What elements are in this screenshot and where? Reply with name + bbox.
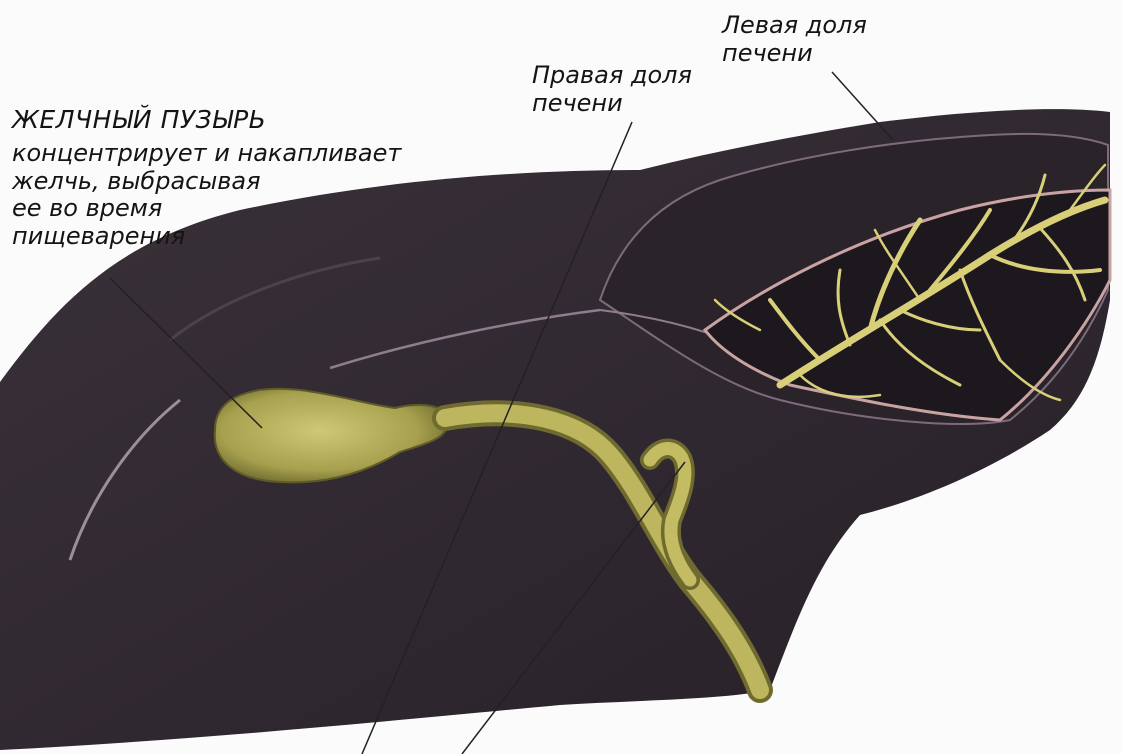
gallbladder-description-line: концентрирует и накапливает <box>12 140 401 168</box>
label-gallbladder-description: концентрирует и накапливает желчь, выбра… <box>12 140 401 250</box>
label-left-lobe-line1: Левая доля <box>722 12 867 40</box>
gallbladder-description-line: ее во время <box>12 195 401 223</box>
gallbladder-description-line: желчь, выбрасывая <box>12 168 401 196</box>
label-gallbladder-title: ЖЕЛЧНЫЙ ПУЗЫРЬ <box>12 106 266 135</box>
label-left-lobe-line2: печени <box>722 40 867 68</box>
label-left-lobe: Левая доля печени <box>722 12 867 67</box>
gallbladder-description-line: пищеварения <box>12 223 401 251</box>
label-right-lobe-line1: Правая доля <box>532 62 692 90</box>
label-right-lobe: Правая доля печени <box>532 62 692 117</box>
label-right-lobe-line2: печени <box>532 90 692 118</box>
